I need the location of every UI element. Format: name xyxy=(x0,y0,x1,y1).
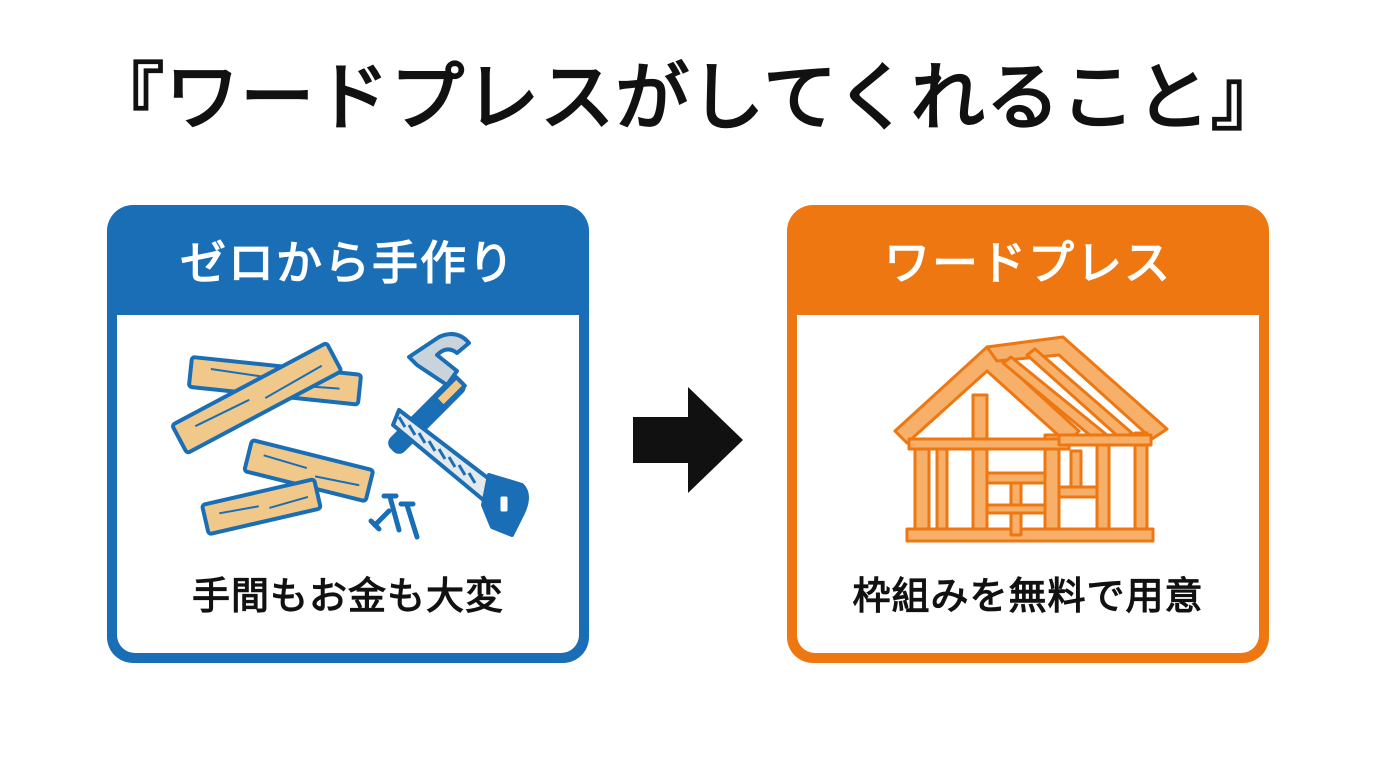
house-frame-icon xyxy=(893,335,1169,543)
diy-card-header: ゼロから手作り xyxy=(180,236,516,290)
saw-icon xyxy=(391,408,529,537)
diy-card-body: 手間もお金も大変 xyxy=(117,315,579,653)
diy-card: ゼロから手作り xyxy=(107,205,589,663)
right-arrow-icon xyxy=(633,387,743,493)
wordpress-card: ワードプレス xyxy=(787,205,1269,663)
page-title: 『ワードプレスがしてくれること』 xyxy=(90,55,1286,141)
wordpress-card-body: 枠組みを無料で用意 xyxy=(797,315,1259,653)
diy-caption: 手間もお金も大変 xyxy=(191,574,504,618)
diy-illustration xyxy=(171,332,529,540)
wordpress-card-header: ワードプレス xyxy=(884,236,1172,290)
nails-icon xyxy=(368,493,420,540)
lumber-planks-icon xyxy=(171,341,375,536)
wordpress-caption: 枠組みを無料で用意 xyxy=(852,574,1204,618)
